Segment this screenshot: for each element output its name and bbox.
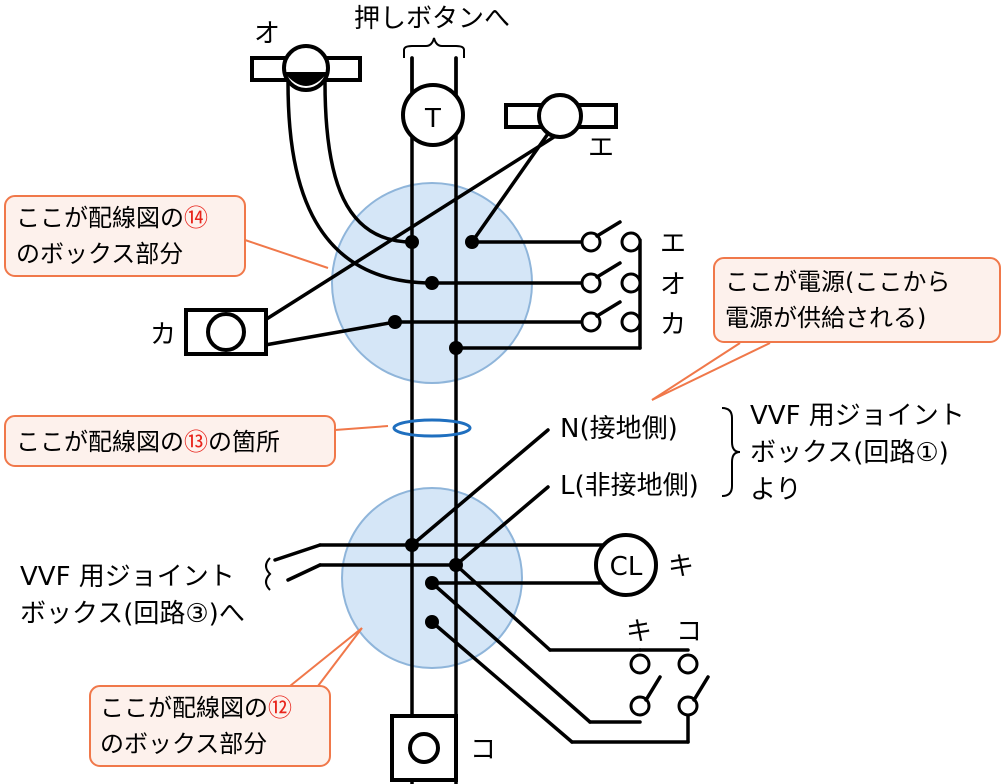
switch-ki-label: キ <box>626 617 652 647</box>
live-label: L(非接地側) <box>560 471 699 501</box>
jb1-line2: ボックス(回路①) <box>750 438 949 468</box>
callout-12-line1: ここが配線図の⑫ <box>100 694 292 722</box>
fixture-e <box>504 93 618 139</box>
lower-switches <box>629 653 710 717</box>
callout-14-line1: ここが配線図の⑭ <box>16 204 208 232</box>
ceiling-light-cl <box>594 533 658 597</box>
switch-ko-label: コ <box>676 617 702 647</box>
push-button-label: 押しボタンへ <box>354 4 510 34</box>
fixture-o <box>250 44 362 92</box>
callout-wire-13 <box>4 415 389 467</box>
callout-13-text: ここが配線図の⑬の箇所 <box>16 428 280 456</box>
timer-t-text: T <box>424 104 441 134</box>
upper-switches <box>580 220 642 333</box>
ceiling-light-cl-text: CL <box>610 552 643 582</box>
wires <box>263 56 690 784</box>
outlet-ko-label: コ <box>470 735 496 765</box>
switch-o-label: オ <box>660 270 686 300</box>
brace-icon <box>403 37 465 58</box>
fixture-o-label: オ <box>254 19 280 49</box>
switch-ka-label: カ <box>660 310 686 340</box>
callout-box-14 <box>4 195 329 277</box>
jb1-line3: より <box>750 475 801 505</box>
neutral-label: N(接地側) <box>560 414 678 444</box>
source-brace-icon <box>721 407 741 497</box>
callout-box-12 <box>89 627 363 767</box>
ceiling-light-ki-label: キ <box>668 552 694 582</box>
jb1-line1: VVF 用ジョイント <box>750 401 965 431</box>
connection-dots <box>388 235 479 629</box>
switch-e-label: エ <box>660 229 686 259</box>
callout-power <box>651 257 1001 401</box>
jb3-line2: ボックス(回路③)へ <box>20 599 245 629</box>
outlet-ko <box>390 714 458 782</box>
fixture-e-label: エ <box>588 133 614 163</box>
cable-marker-13 <box>392 418 472 438</box>
callout-power-line2: 電源が供給される) <box>725 304 926 332</box>
timer-t <box>401 83 465 147</box>
callout-power-line1: ここが電源(ここから <box>725 268 950 296</box>
fixture-ka <box>184 308 268 356</box>
jb3-brace-icon <box>265 557 272 591</box>
callout-14-line2: のボックス部分 <box>16 240 183 268</box>
fixture-ka-label: カ <box>150 320 176 350</box>
jb3-line1: VVF 用ジョイント <box>20 562 235 592</box>
callout-12-line2: のボックス部分 <box>100 730 267 758</box>
